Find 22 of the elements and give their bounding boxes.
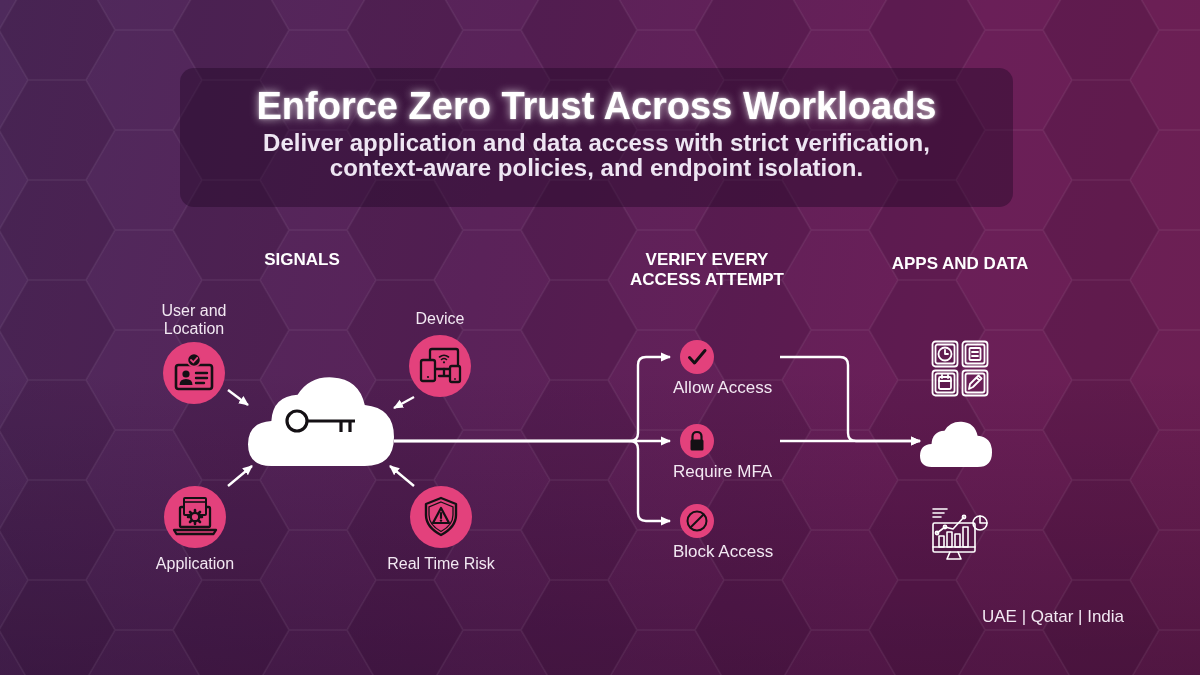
column-heading: VERIFY EVERY ACCESS ATTEMPT <box>629 250 785 290</box>
column-heading: SIGNALS <box>264 250 340 270</box>
arrow <box>389 465 415 487</box>
node-label: Application <box>155 555 235 573</box>
node-label: Allow Access <box>673 378 773 398</box>
node-label: Real Time Risk <box>387 555 495 573</box>
node-label: Require MFA <box>673 462 773 482</box>
subtitle: Deliver application and data access with strict verification, context-aware policies, and endpoint isolation. <box>262 130 931 180</box>
cloud-icon <box>920 421 992 467</box>
arrow <box>780 436 921 446</box>
node-label: User and Location <box>160 302 228 338</box>
footer-note: UAE | Qatar | India <box>981 607 1125 627</box>
analytics-monitor-icon <box>931 506 989 561</box>
arrow <box>394 439 671 526</box>
node-label: Device <box>415 310 465 328</box>
column-heading: APPS AND DATA <box>891 254 1029 274</box>
arrow <box>227 465 253 487</box>
arrow <box>227 389 249 406</box>
title: Enforce Zero Trust Across Workloads <box>256 84 937 128</box>
app-grid-icon <box>931 340 989 397</box>
node-label: Block Access <box>673 542 774 562</box>
arrow <box>393 395 415 410</box>
